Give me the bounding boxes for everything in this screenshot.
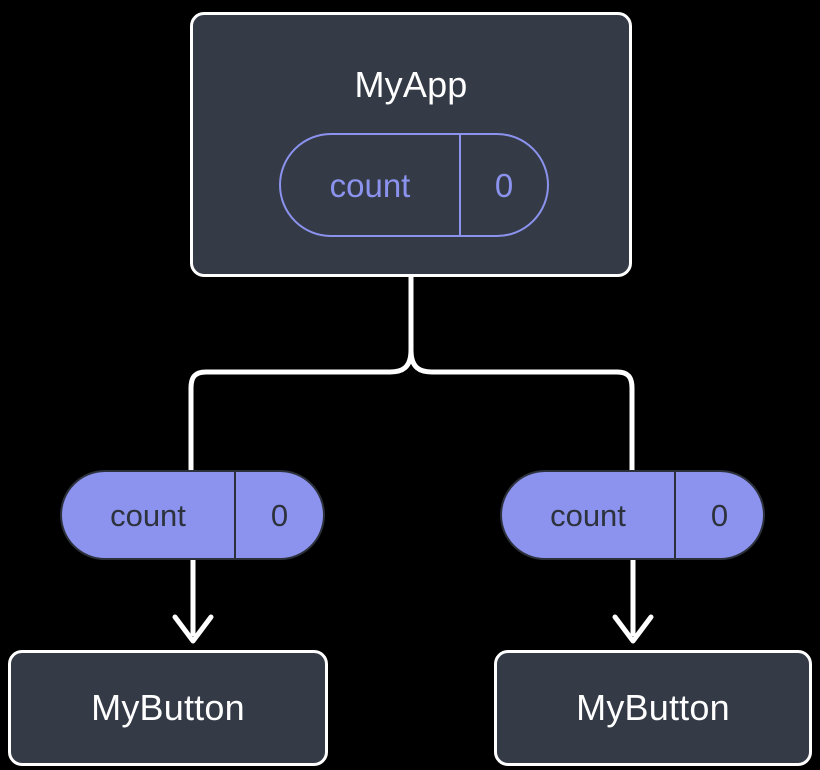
prop-pill-value: 0 (674, 472, 763, 558)
connector-root-to-left-pill (188, 274, 414, 473)
prop-pill-key: count (550, 497, 626, 533)
component-node-myapp[interactable]: MyApp count 0 (190, 12, 632, 277)
prop-pill-value: 0 (234, 472, 323, 558)
arrow-head-right-icon (612, 614, 654, 644)
state-pill-key: count (329, 166, 411, 204)
connector-root-to-right-pill (408, 274, 635, 473)
state-pill-myapp-count[interactable]: count 0 (279, 133, 549, 237)
component-title-mybutton-left: MyButton (91, 687, 245, 728)
component-title-mybutton-right: MyButton (576, 687, 730, 728)
prop-pill-key: count (110, 497, 186, 533)
component-node-mybutton-right[interactable]: MyButton (494, 650, 812, 766)
component-node-mybutton-left[interactable]: MyButton (8, 650, 328, 766)
component-title-myapp: MyApp (354, 64, 468, 105)
arrow-head-left-icon (172, 614, 214, 644)
prop-pill-right-count[interactable]: count 0 (500, 470, 765, 560)
state-pill-value: 0 (459, 135, 547, 235)
prop-pill-left-count[interactable]: count 0 (60, 470, 325, 560)
